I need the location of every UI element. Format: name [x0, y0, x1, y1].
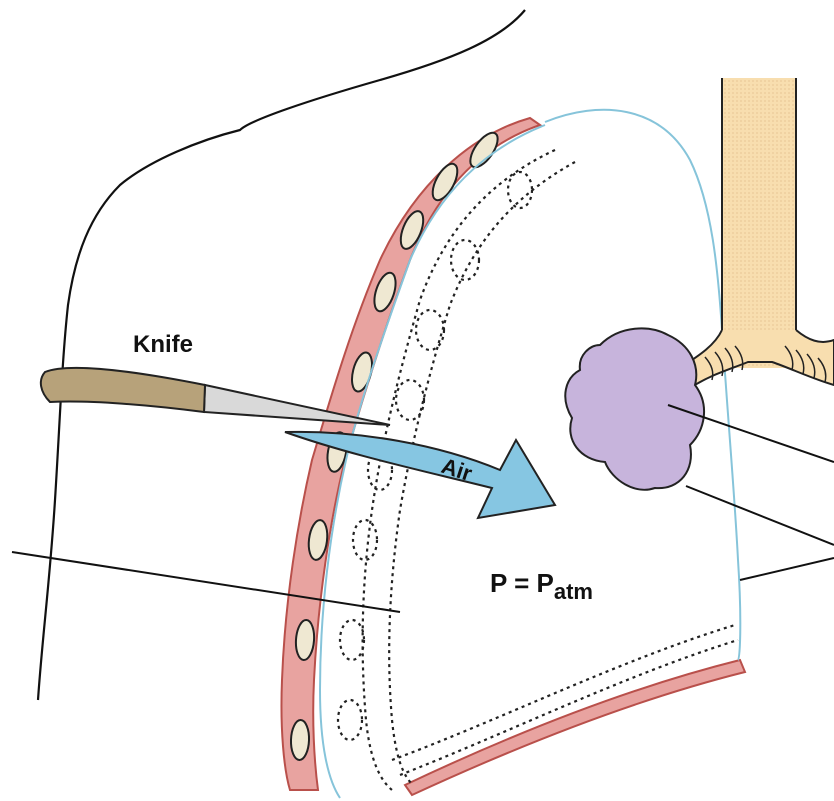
rib-bone — [290, 720, 309, 761]
knife-label: Knife — [133, 331, 193, 358]
pressure-label-subscript: atm — [554, 579, 593, 604]
pressure-label-main: P = P — [490, 568, 554, 598]
leader-lines — [12, 405, 834, 612]
body-outline — [38, 10, 525, 700]
trachea — [680, 78, 834, 388]
collapsed-lung-mass — [565, 328, 704, 489]
diaphragm-band — [405, 660, 745, 795]
pressure-label: P = Patm — [490, 568, 593, 604]
knife-handle — [41, 368, 205, 412]
